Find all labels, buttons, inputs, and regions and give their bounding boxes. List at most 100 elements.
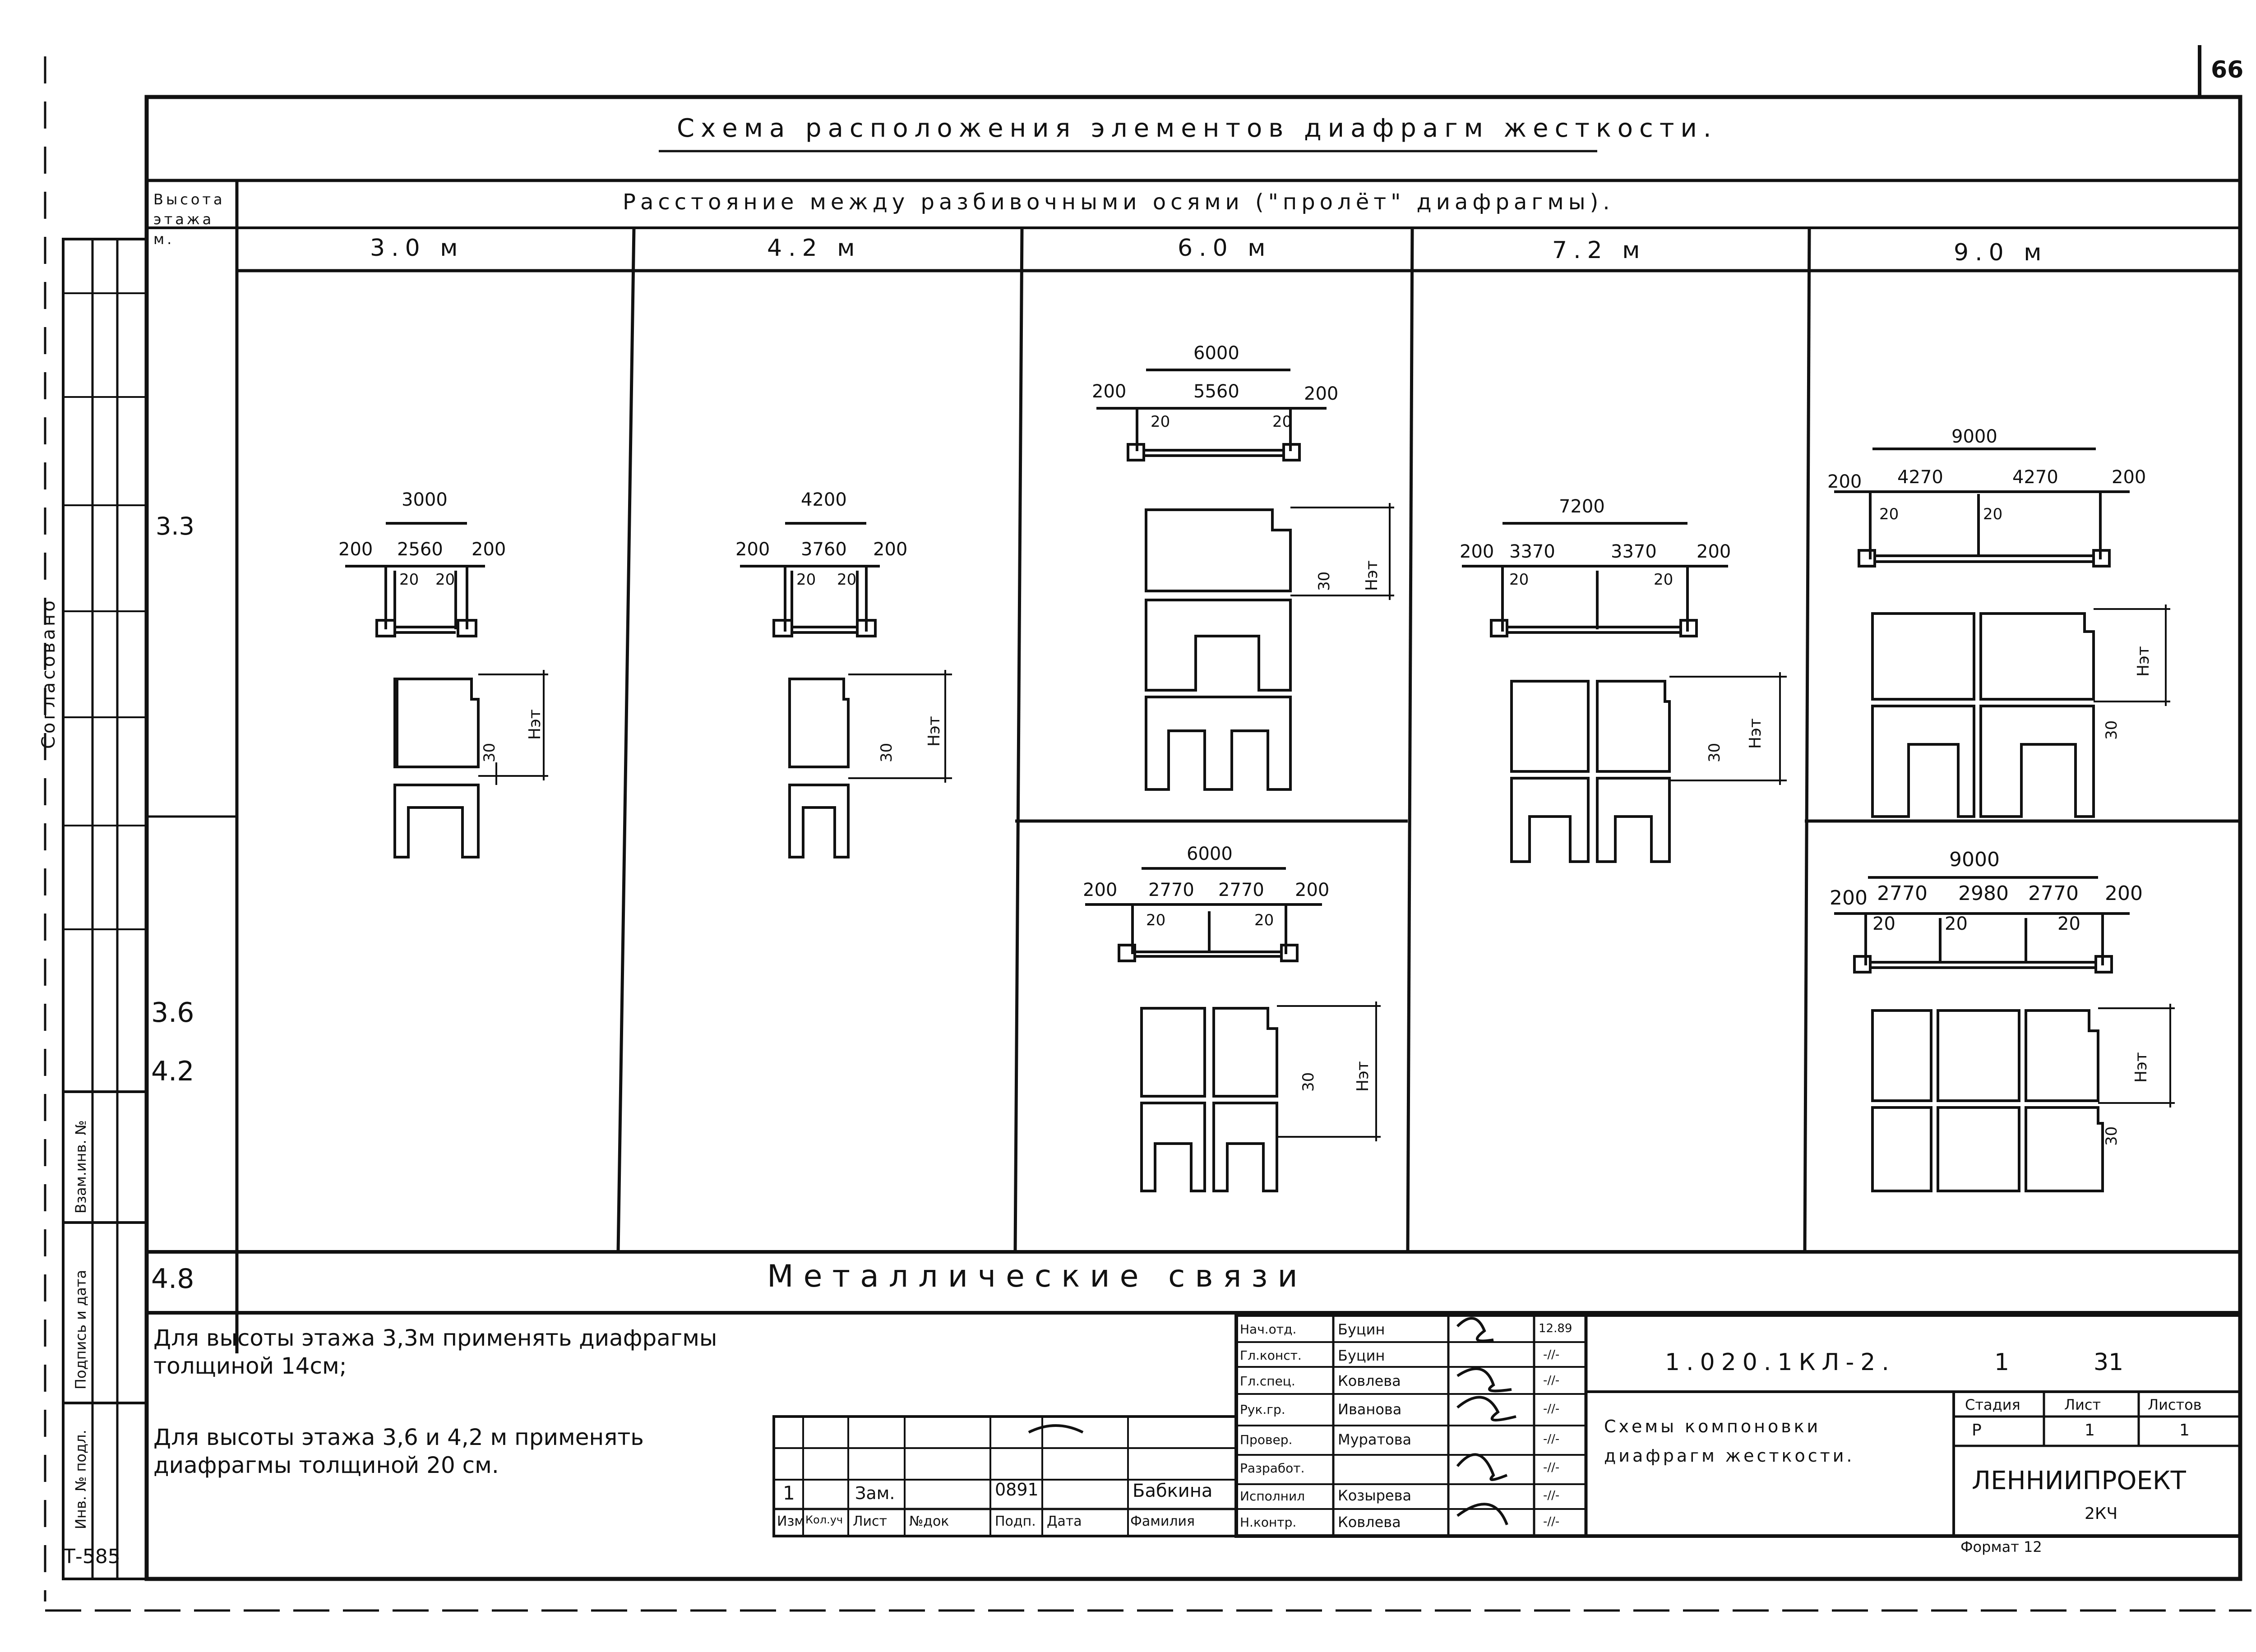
height-3-3: 3.3 [156,512,194,540]
dim-a: 2770 [1148,880,1194,900]
rev-sheet: Зам. [855,1483,895,1503]
dim-gap: 20 [1872,914,1895,934]
dim-b: 2980 [1958,882,2009,905]
frame [44,45,2251,1612]
rev-h-2: Кол.уч [805,1514,843,1526]
sig-role: Исполнил [1240,1489,1305,1504]
sig-date: -//- [1543,1432,1560,1446]
rev-h-5: Подп. [995,1514,1036,1529]
rev-name: Бабкина [1133,1481,1213,1501]
approved-label: Согласовано [38,598,59,749]
doc-issue: 1 [1994,1349,2010,1376]
height-4-2: 4.2 [151,1056,194,1087]
dim-total: 6000 [1193,343,1239,364]
dim-b: 2770 [1218,880,1264,900]
dim-edge-right: 200 [873,539,908,560]
sig-role: Гл.конст. [1240,1348,1302,1363]
dim-edge-right: 200 [1295,880,1330,900]
dim-a: 3370 [1509,541,1555,562]
sheets-value: 1 [2179,1421,2190,1440]
rev-h-7: Фамилия [1130,1514,1195,1529]
dim-edge-left: 200 [1083,880,1118,900]
dim-edge-left: 200 [1092,381,1127,402]
dim-gap-3: 20 [2057,914,2080,934]
dim-30: 30 [1299,1072,1318,1092]
dim-edge-right: 200 [472,539,506,560]
rev-change: 1 [783,1482,795,1504]
dim-edge-right: 200 [1697,541,1731,562]
sheets-label: Листов [2148,1396,2202,1413]
stamp-inv-orig: Инв. № подл. [72,1430,89,1529]
bottom-left-code: Т-585 [63,1545,120,1568]
org-name: ЛЕННИИПРОЕКТ [1972,1466,2186,1495]
doc-name-1: Схемы компоновки [1604,1417,1821,1436]
height-3-6: 3.6 [151,997,194,1029]
dim-height: Нэт [1363,560,1381,591]
dim-edge-right: 200 [2105,882,2143,905]
doc-code: 1.020.1КЛ-2. [1665,1349,1895,1376]
stage-label: Стадия [1965,1396,2020,1413]
dim-total: 9000 [1949,848,2000,871]
column-header: Расстояние между разбивочными осями ("пр… [623,189,1614,215]
dim-height: Нэт [925,716,943,747]
dim-gap-2: 20 [435,571,455,589]
dim-edge-left: 200 [1827,471,1862,492]
sig-role: Гл.спец. [1240,1374,1295,1389]
span-4-2m: 4.2 м [767,235,861,262]
org-sub: 2КЧ [2085,1504,2118,1523]
rev-h-4: №док [909,1514,949,1529]
sig-date: -//- [1543,1374,1560,1387]
dim-edge-left: 200 [1460,541,1494,562]
sig-name: Ковлева [1338,1514,1401,1531]
sheet-title: Схема расположения элементов диафрагм же… [677,114,1718,143]
dim-gap: 20 [1146,911,1166,929]
signature-scribbles [1028,1317,1516,1526]
dim-a: 2770 [1877,882,1928,905]
dim-a: 4270 [1897,467,1943,488]
dim-gap: 20 [796,571,816,589]
dim-b: 4270 [2012,467,2058,488]
diagram-span-3m [345,522,548,858]
dim-inner: 2560 [397,539,443,560]
rev-h-3: Лист [853,1514,888,1529]
sig-date: -//- [1543,1402,1560,1416]
sig-name: Ковлева [1338,1372,1401,1389]
rev-doc: 0891 [995,1480,1039,1500]
dim-total: 3000 [402,489,448,510]
dim-gap-2: 20 [837,571,857,589]
rev-h-1: Изм [777,1514,805,1529]
dim-gap: 20 [1879,505,1899,523]
dim-inner: 5560 [1193,381,1239,402]
dim-30: 30 [1315,571,1333,591]
dim-height: Нэт [1746,718,1765,749]
dim-height: Нэт [2132,1052,2150,1083]
sig-role: Рук.гр. [1240,1402,1285,1417]
dim-gap-2: 20 [1983,505,2003,523]
dim-edge-right: 200 [2112,467,2146,488]
sig-date: -//- [1543,1461,1560,1474]
doc-name-2: диафрагм жесткости. [1604,1446,1855,1466]
span-7-2m: 7.2 м [1552,237,1646,264]
sig-date: -//- [1543,1515,1560,1528]
dim-30: 30 [2103,720,2121,740]
sig-name: Буцин [1338,1321,1385,1338]
dim-c: 2770 [2028,882,2079,905]
span-6m: 6.0 м [1178,235,1272,262]
dim-gap-2: 20 [1272,413,1292,431]
row-header: Высота этажа м. [153,191,225,248]
sig-name: Иванова [1338,1401,1402,1418]
sig-role: Н.контр. [1240,1515,1297,1530]
dim-gap-2: 20 [1945,914,1968,934]
diagram-span-9m-b [1834,876,2175,1192]
sheet-value: 1 [2085,1421,2095,1440]
dim-total: 7200 [1559,496,1605,517]
dim-edge-left: 200 [1830,886,1868,909]
diagram-span-6m-b [1085,867,1381,1192]
dim-total: 9000 [1951,426,1997,447]
sig-date: -//- [1543,1489,1560,1502]
sig-date: 12.89 [1539,1322,1572,1335]
dim-gap-2: 20 [1654,571,1674,589]
sig-date: -//- [1543,1348,1560,1361]
doc-sheet-number: 31 [2094,1349,2124,1376]
